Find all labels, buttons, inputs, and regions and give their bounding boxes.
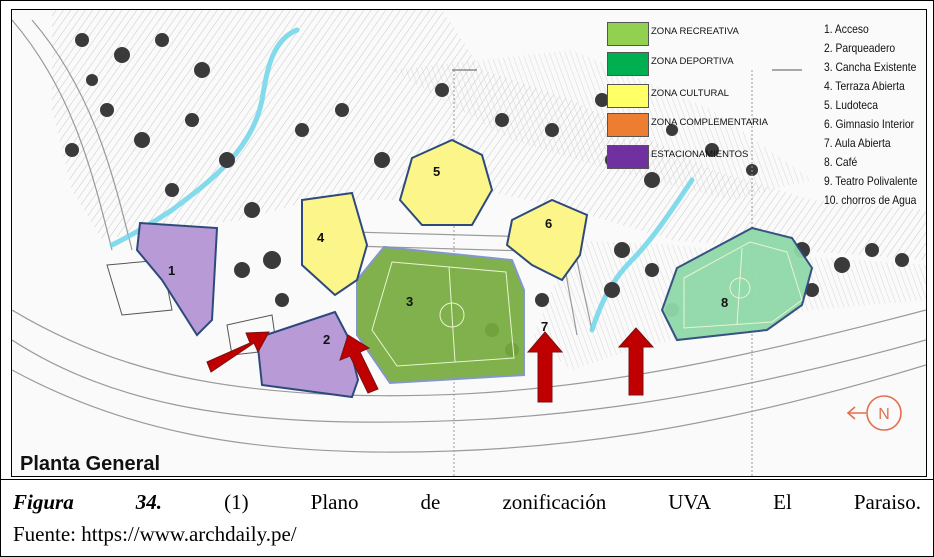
zone-6-gym bbox=[505, 198, 589, 282]
legend-swatch bbox=[607, 113, 649, 137]
zone-shapes bbox=[135, 138, 814, 399]
zone-number-6: 6 bbox=[545, 216, 553, 231]
legend-swatch bbox=[607, 84, 649, 108]
zone-number-3: 3 bbox=[406, 294, 414, 309]
zone-number-2: 2 bbox=[323, 332, 331, 347]
zone-8-sport bbox=[660, 226, 814, 342]
caption-word: zonificación bbox=[502, 490, 607, 514]
legend-swatch bbox=[607, 52, 649, 76]
caption-word: El bbox=[773, 490, 792, 514]
zone-2-parking bbox=[255, 310, 360, 399]
legend-label: ESTACIONAMIENTOS bbox=[651, 149, 749, 160]
zone-number-4: 4 bbox=[317, 230, 325, 245]
zone-number-8: 8 bbox=[721, 295, 729, 310]
key-item: 6. Gimnasio Interior bbox=[824, 117, 915, 131]
key-item: 10. chorros de Agua bbox=[824, 193, 917, 207]
zone-1-parking bbox=[135, 221, 219, 337]
zone-number-5: 5 bbox=[433, 164, 441, 179]
key-item: 5. Ludoteca bbox=[824, 98, 878, 112]
trees bbox=[65, 33, 909, 357]
key-item: 7. Aula Abierta bbox=[824, 136, 891, 150]
caption-word: UVA bbox=[668, 490, 712, 514]
numbered-key-list: 1. Acceso 2. Parqueadero 3. Cancha Exist… bbox=[824, 20, 917, 210]
caption-word: Plano bbox=[310, 490, 359, 514]
north-arrow bbox=[846, 395, 902, 431]
legend-label: ZONA CULTURAL bbox=[651, 88, 729, 99]
site-plan: N 1 2 3 4 5 6 7 8 ZONA RECREATIVA ZONA D… bbox=[11, 9, 927, 477]
caption-word: Figura bbox=[13, 490, 74, 514]
caption-source: Fuente: https://www.archdaily.pe/ bbox=[13, 522, 297, 546]
zone-4-terrace bbox=[301, 191, 369, 297]
key-item: 1. Acceso bbox=[824, 22, 869, 36]
key-item: 2. Parqueadero bbox=[824, 41, 896, 55]
key-item: 8. Café bbox=[824, 155, 858, 169]
plan-title: Planta General bbox=[20, 453, 161, 475]
site-plan-drawing: N bbox=[12, 10, 926, 476]
legend-label: ZONA DEPORTIVA bbox=[651, 56, 734, 67]
legend-label: ZONA COMPLEMENTARIA bbox=[651, 117, 769, 128]
field-markings bbox=[371, 241, 803, 367]
caption-word: Paraiso. bbox=[853, 490, 921, 514]
legend-label: ZONA RECREATIVA bbox=[651, 26, 739, 37]
caption-line-1: Figura 34. (1) Plano de zonificación UVA… bbox=[13, 490, 921, 515]
caption-word: (1) bbox=[224, 490, 249, 514]
access-arrows bbox=[206, 327, 655, 403]
figure-caption: Figura 34. (1) Plano de zonificación UVA… bbox=[1, 479, 933, 557]
key-item: 9. Teatro Polivalente bbox=[824, 174, 918, 188]
caption-word: de bbox=[420, 490, 441, 514]
zone-number-1: 1 bbox=[168, 263, 176, 278]
zone-number-7: 7 bbox=[541, 319, 549, 334]
legend-swatch bbox=[607, 145, 649, 169]
key-item: 3. Cancha Existente bbox=[824, 60, 917, 74]
key-item: 4. Terraza Abierta bbox=[824, 79, 905, 93]
caption-word: 34. bbox=[135, 490, 163, 514]
zone-5-ludoteca bbox=[398, 138, 494, 226]
north-label: N bbox=[878, 406, 890, 423]
legend-swatch bbox=[607, 22, 649, 46]
